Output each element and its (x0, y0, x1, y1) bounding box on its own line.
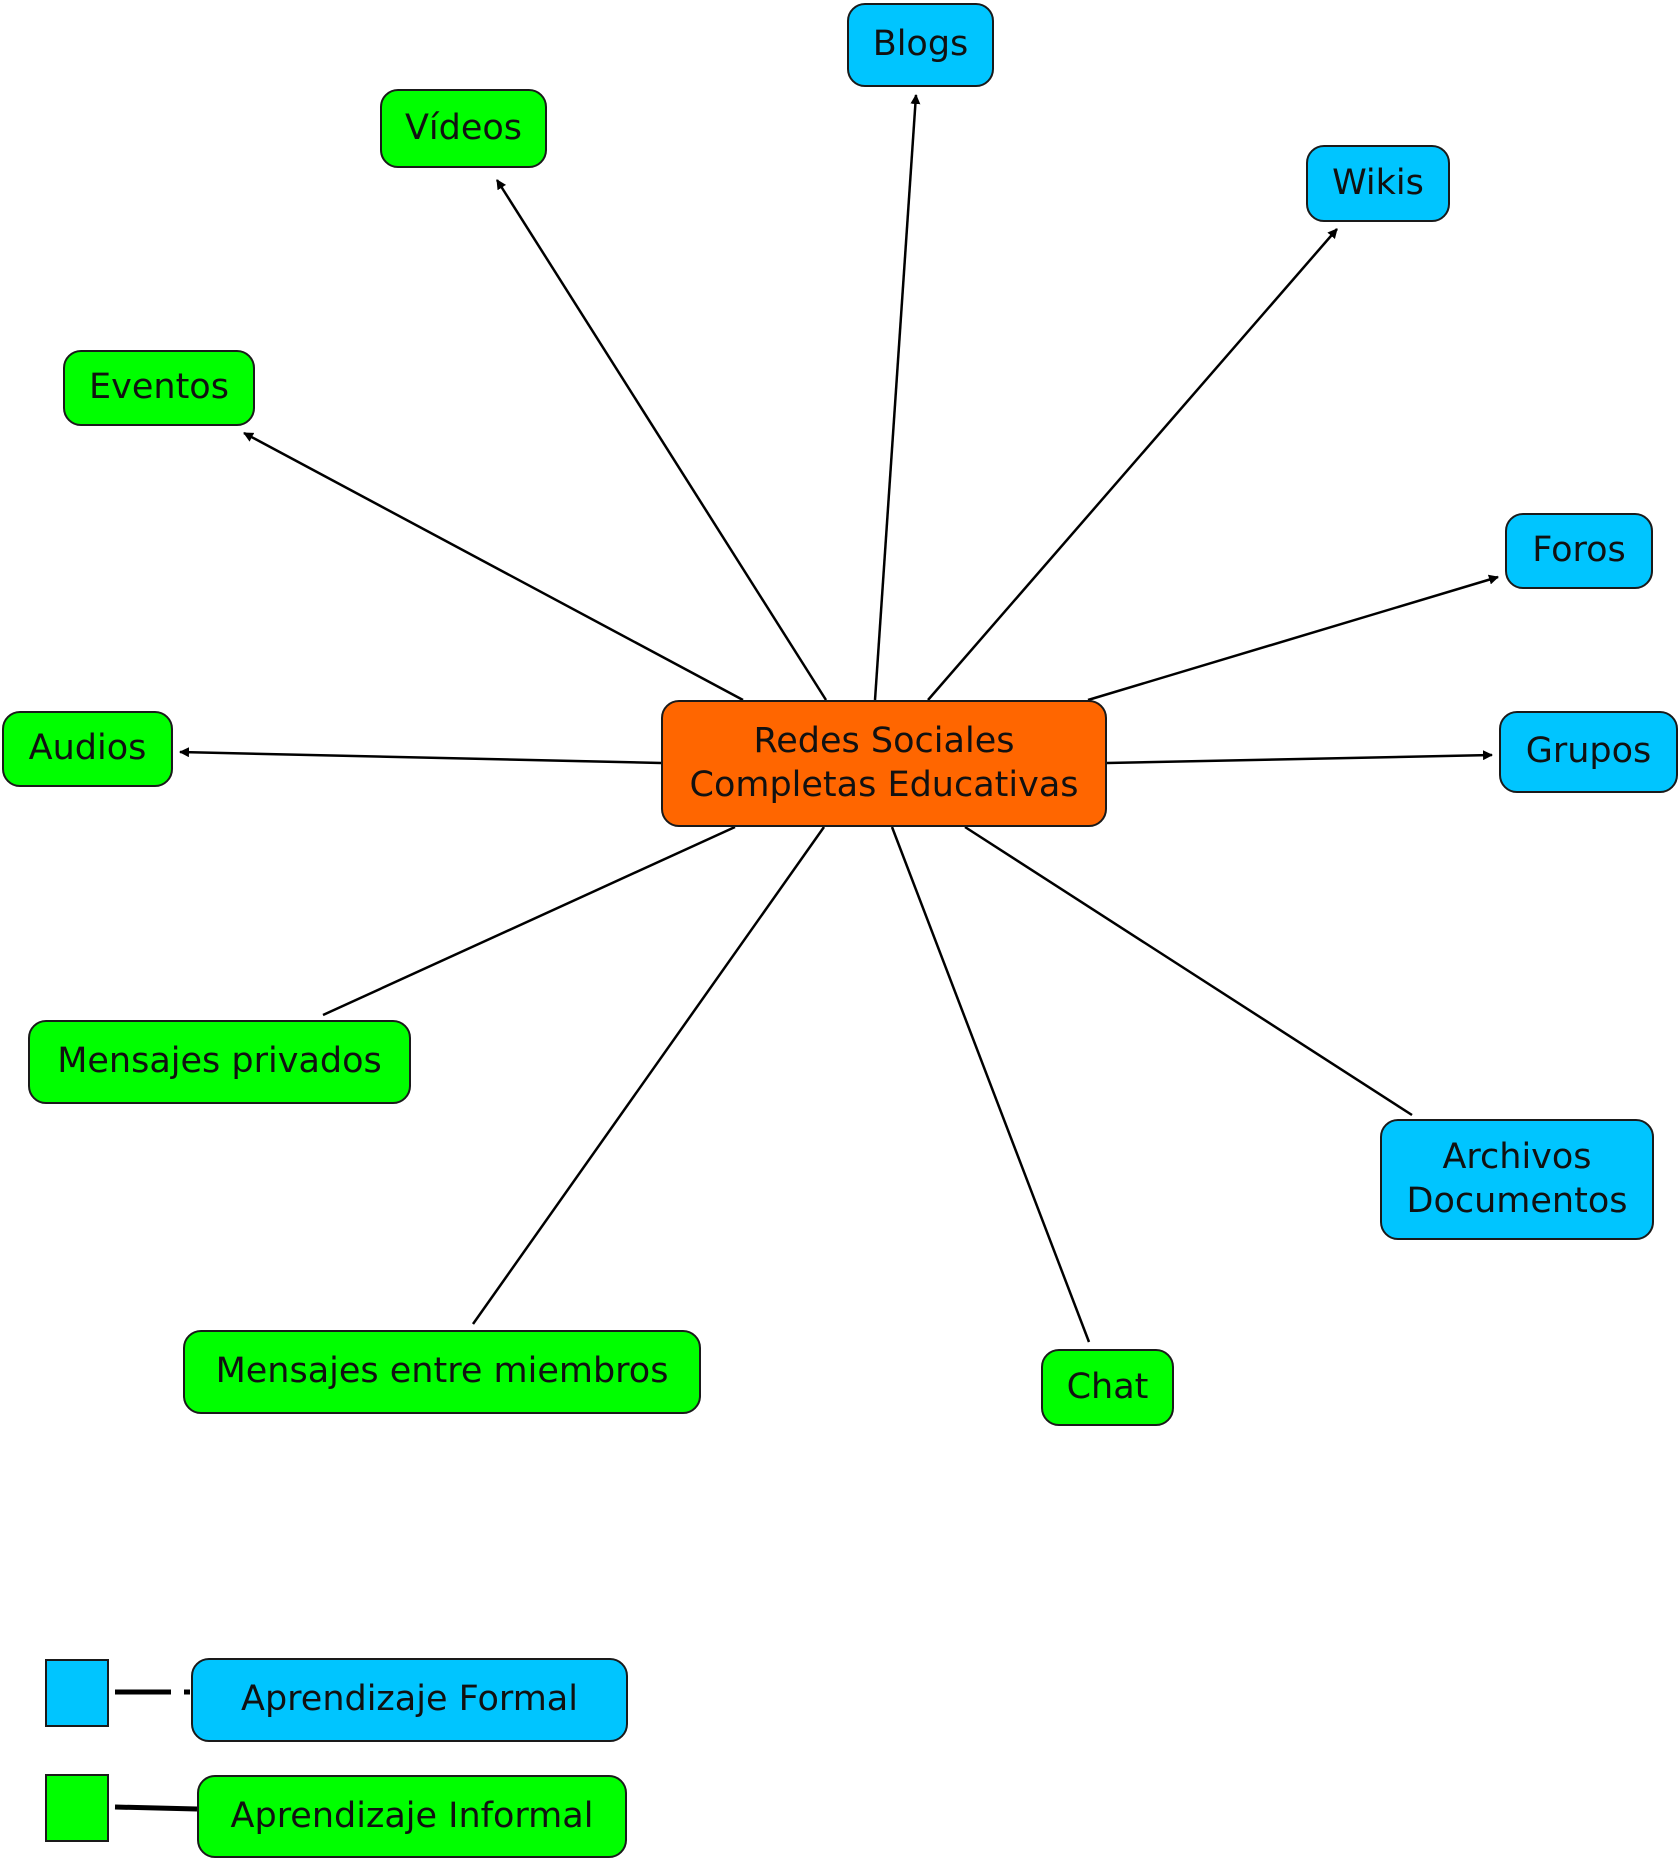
node-archivos-documentos[interactable]: Archivos Documentos (1380, 1119, 1654, 1240)
edge-foros (1087, 574, 1499, 702)
legend-label-formal: Aprendizaje Formal (191, 1658, 628, 1742)
edge-eventos (243, 431, 744, 702)
central-concept-node[interactable]: Redes Sociales Completas Educativas (661, 700, 1107, 827)
edge-videos (495, 179, 828, 701)
node-eventos[interactable]: Eventos (63, 350, 255, 426)
edge-archivos (964, 825, 1413, 1117)
node-grupos[interactable]: Grupos (1499, 711, 1678, 793)
edge-grupos (1106, 750, 1493, 765)
edge-mensajes-miembros (471, 826, 826, 1325)
legend-swatch-informal (45, 1774, 109, 1842)
edge-chat (890, 826, 1091, 1343)
legend-swatch-formal (45, 1659, 109, 1727)
legend-connector-2 (114, 1804, 198, 1812)
node-mensajes-privados[interactable]: Mensajes privados (28, 1020, 411, 1104)
edge-audios (179, 747, 662, 765)
edge-mensajes-privados (322, 825, 736, 1017)
node-chat[interactable]: Chat (1041, 1349, 1174, 1426)
node-wikis[interactable]: Wikis (1306, 145, 1450, 222)
node-foros[interactable]: Foros (1505, 513, 1653, 589)
legend-label-informal: Aprendizaje Informal (197, 1775, 627, 1858)
edge-blogs (873, 94, 921, 701)
node-blogs[interactable]: Blogs (847, 3, 994, 87)
node-mensajes-entre-miembros[interactable]: Mensajes entre miembros (183, 1330, 701, 1414)
node-audios[interactable]: Audios (2, 711, 173, 787)
edge-wikis (927, 228, 1338, 701)
node-videos[interactable]: Vídeos (380, 89, 547, 168)
